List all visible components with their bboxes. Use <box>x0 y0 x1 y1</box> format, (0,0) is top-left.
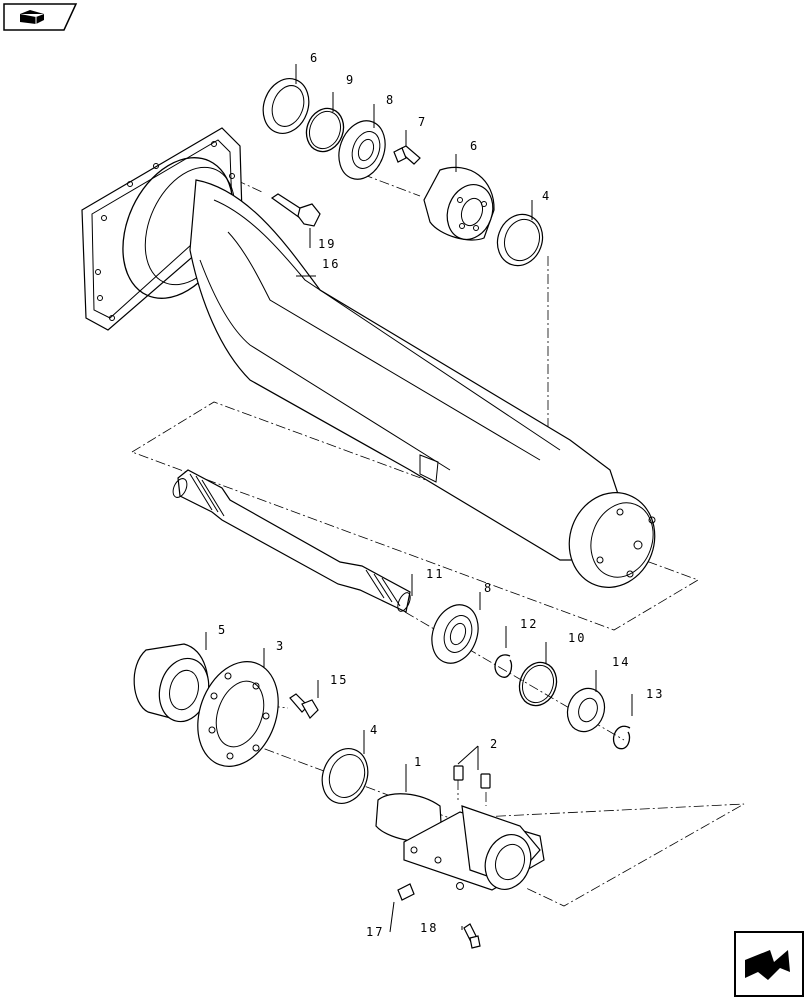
callout-3: 3 <box>276 639 285 653</box>
callout-17: 17 <box>366 925 384 939</box>
callout-leaders <box>205 64 633 933</box>
callout-9-upper: 9 <box>346 73 355 87</box>
dowel-pins-2 <box>453 765 491 789</box>
bolt-18 <box>463 923 481 949</box>
bolt-15 <box>289 693 319 719</box>
seal-4-upper <box>496 213 544 267</box>
bearing-5 <box>133 643 210 723</box>
callout-12: 12 <box>520 617 538 631</box>
bearing-8-upper <box>338 120 386 180</box>
callout-14: 14 <box>612 655 630 669</box>
callout-9-lower: 10 <box>568 631 586 645</box>
flange-ring-3 <box>197 661 279 767</box>
callout-11: 11 <box>426 567 444 581</box>
callout-16: 16 <box>322 257 340 271</box>
callout-5: 5 <box>218 623 227 637</box>
callout-15: 15 <box>330 673 348 687</box>
hub-6 <box>423 166 495 241</box>
next-page-arrow-icon[interactable] <box>734 931 804 997</box>
book-icon[interactable] <box>3 3 78 31</box>
snap-ring-13 <box>613 725 631 750</box>
seal-ring-10 <box>262 78 310 134</box>
axle-shaft <box>172 469 411 613</box>
callout-10: 6 <box>310 51 319 65</box>
snap-ring-9-lower <box>518 661 558 707</box>
callout-1: 1 <box>414 755 423 769</box>
grease-fitting-17 <box>397 883 415 901</box>
callout-19: 19 <box>318 237 336 251</box>
seal-4-lower <box>321 748 369 804</box>
axle-housing <box>81 127 656 588</box>
callout-labels: 6 9 8 7 6 4 19 16 11 8 12 10 14 13 5 3 1… <box>218 51 664 939</box>
bolt-19 <box>270 193 321 227</box>
snap-ring-12 <box>494 654 513 678</box>
callout-4-upper: 4 <box>542 189 551 203</box>
thrust-washer-14 <box>566 687 606 733</box>
callout-2: 2 <box>490 737 499 751</box>
callout-6: 6 <box>470 139 479 153</box>
callout-8-lower: 8 <box>484 581 493 595</box>
bolt-7 <box>393 145 421 165</box>
callout-8-upper: 8 <box>386 93 395 107</box>
bearing-8-lower <box>431 604 479 664</box>
callout-13: 13 <box>646 687 664 701</box>
callout-4-lower: 4 <box>370 723 379 737</box>
callout-7: 7 <box>418 115 427 129</box>
bearing-housing-1 <box>375 793 545 891</box>
callout-18: 18 <box>420 921 438 935</box>
